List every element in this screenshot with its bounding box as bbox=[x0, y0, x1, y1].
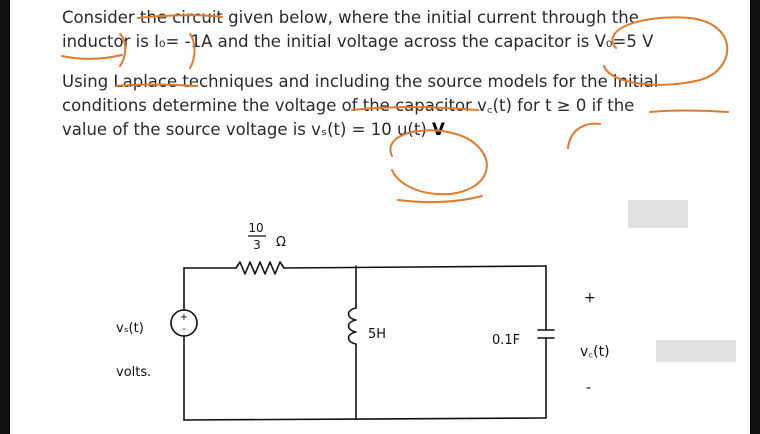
inductor-coils bbox=[347, 307, 357, 345]
line-1: Consider the circuit given below, where … bbox=[62, 8, 639, 27]
strike-the-circuit bbox=[137, 14, 223, 19]
circle-vs bbox=[389, 129, 488, 196]
source-unit: volts. bbox=[116, 365, 151, 380]
bracket-io-right bbox=[189, 33, 196, 69]
line-2: inductor is I₀= -1A and the initial volt… bbox=[62, 32, 654, 51]
output-plus: + bbox=[584, 290, 596, 306]
circle-v0 bbox=[603, 16, 729, 86]
underline-inductor bbox=[61, 54, 123, 60]
strike-including bbox=[351, 106, 479, 111]
annotation-marks bbox=[61, 14, 729, 204]
right-edge-bar bbox=[750, 0, 760, 434]
output-minus: - bbox=[586, 380, 591, 396]
strike-initial bbox=[649, 109, 729, 113]
resistor-value-numerator: 10 bbox=[248, 221, 263, 235]
voltage-source-symbol: + - bbox=[170, 309, 198, 337]
top-wire-right bbox=[283, 265, 547, 269]
resistor-zigzag bbox=[235, 261, 285, 275]
svg-text:+: + bbox=[180, 312, 188, 323]
line-4: conditions determine the voltage of the … bbox=[62, 96, 635, 115]
svg-text:-: - bbox=[182, 324, 186, 335]
bracket-io bbox=[119, 33, 127, 67]
background-artifacts bbox=[628, 200, 736, 362]
volt-unit-bold: V bbox=[432, 120, 445, 139]
problem-statement: Consider the circuit given below, where … bbox=[62, 6, 752, 142]
circuit-wires bbox=[183, 261, 555, 421]
left-edge-bar bbox=[0, 0, 10, 434]
source-label: vₛ(t) bbox=[116, 321, 144, 336]
inductor-label: 5H bbox=[368, 327, 386, 342]
output-label: v꜀(t) bbox=[580, 344, 610, 360]
resistor-unit: Ω bbox=[276, 235, 286, 250]
resistor-value-denominator: 3 bbox=[253, 238, 261, 252]
capacitor-label: 0.1F bbox=[492, 333, 520, 348]
tail-circle-vs bbox=[397, 195, 483, 204]
tick-connector bbox=[567, 122, 601, 149]
line-3: Using Laplace techniques and including t… bbox=[62, 72, 659, 91]
paragraph-initial-conditions: Consider the circuit given below, where … bbox=[62, 6, 752, 54]
paragraph-question: Using Laplace techniques and including t… bbox=[62, 70, 752, 142]
bottom-wire bbox=[183, 417, 547, 421]
line-5: value of the source voltage is vₛ(t) = 1… bbox=[62, 120, 427, 139]
underline-conditions bbox=[115, 83, 197, 87]
